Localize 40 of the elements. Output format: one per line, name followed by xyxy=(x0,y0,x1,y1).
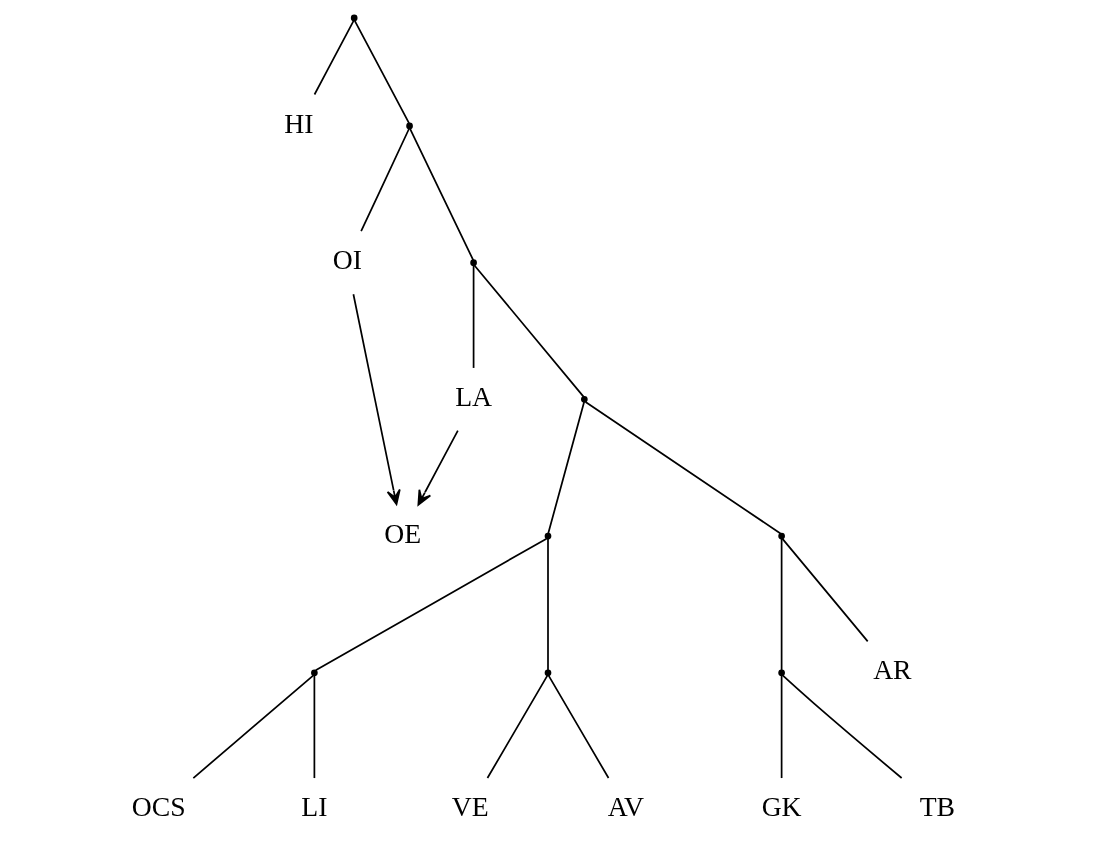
connector xyxy=(781,674,903,779)
node-text: VE xyxy=(451,791,489,823)
connector xyxy=(313,674,316,779)
node-text: GK xyxy=(761,791,802,823)
node-point xyxy=(350,14,358,22)
connector xyxy=(313,19,355,96)
node-point xyxy=(778,532,785,540)
node-point xyxy=(581,396,588,403)
connector xyxy=(547,401,585,535)
node-text: LA xyxy=(455,380,493,412)
connector xyxy=(547,674,610,779)
node-point xyxy=(778,669,785,677)
connector xyxy=(473,264,585,398)
node-text: LI xyxy=(301,791,328,823)
connector xyxy=(486,674,549,779)
node-point xyxy=(470,259,477,266)
connector xyxy=(409,127,475,261)
connector xyxy=(353,19,410,125)
node-text: HI xyxy=(284,107,314,139)
connector xyxy=(472,264,475,369)
node-point xyxy=(311,669,318,677)
connector xyxy=(781,537,869,643)
node-text: OCS xyxy=(131,791,186,823)
node-text: AV xyxy=(607,791,645,823)
connector xyxy=(360,127,411,233)
connector xyxy=(780,674,783,779)
connector xyxy=(584,401,782,535)
connector xyxy=(547,537,549,672)
node-point xyxy=(544,669,552,677)
node-text: AR xyxy=(873,654,912,686)
connector xyxy=(192,674,315,779)
node-text: OE xyxy=(384,517,422,549)
node-text: OI xyxy=(332,244,362,276)
arrow xyxy=(417,429,459,506)
node-point xyxy=(406,122,413,130)
node-text: TB xyxy=(919,791,956,823)
connector xyxy=(780,537,783,672)
connector xyxy=(314,537,548,672)
node-point xyxy=(544,532,552,540)
arrow xyxy=(352,293,401,506)
